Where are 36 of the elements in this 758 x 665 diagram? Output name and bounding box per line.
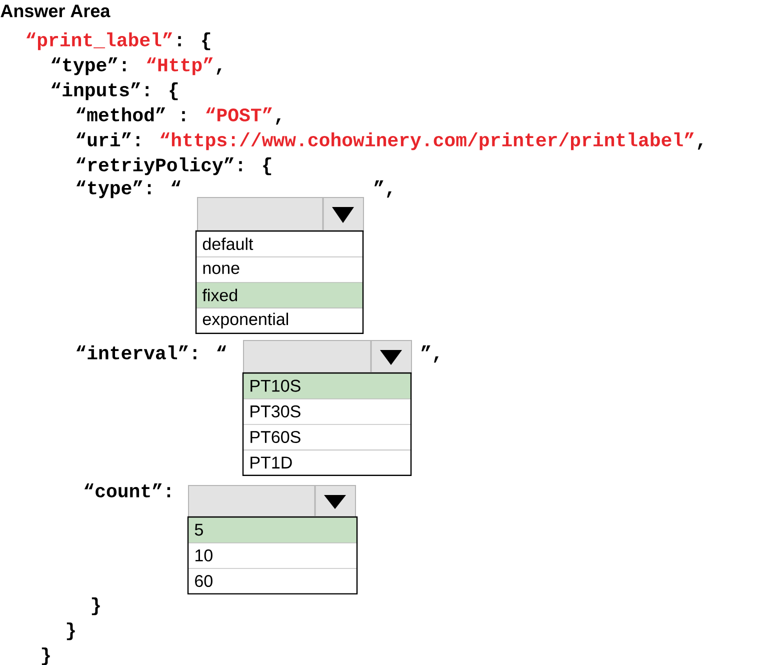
code-text: “interval”: “ [76, 345, 226, 360]
code-text: , [216, 68, 222, 75]
code-text: “POST” [206, 107, 272, 122]
code-text: “type”: “ [76, 180, 180, 198]
code-text: , [698, 143, 702, 150]
option-item: 5 [188, 517, 358, 544]
code-text: : { [178, 32, 210, 50]
code-text: } [66, 622, 75, 640]
code-text: “Http” [146, 57, 213, 76]
code-text: “uri”: [76, 132, 140, 146]
code-text: “retriyPolicy”: { [76, 157, 272, 176]
option-item: exponential [196, 308, 364, 334]
option-item: none [196, 256, 364, 283]
code-text: } [42, 647, 50, 665]
code-text: ”, [374, 180, 392, 198]
dropdown-field [188, 485, 356, 518]
option-item: PT10S [243, 373, 412, 400]
option-item: PT60S [243, 424, 412, 450]
title: Answer Area [0, 4, 110, 18]
option-item: 60 [188, 568, 358, 594]
dropdown-field [243, 340, 412, 374]
code-text: ”, [422, 345, 438, 363]
option-item: 10 [188, 542, 358, 569]
code-text: “method” : [76, 107, 185, 122]
code-text: “print_label” [26, 32, 172, 50]
code-text: } [92, 597, 100, 616]
code-text: “type”: [51, 57, 126, 76]
code-text: “https://www.cohowinery.com/printer/printlabel” [160, 132, 694, 150]
option-item: PT1D [243, 450, 412, 476]
dropdown-field [197, 197, 364, 232]
option-item: PT30S [243, 398, 412, 425]
code-text: , [276, 118, 281, 125]
code-text: “count”: [84, 483, 170, 498]
code-text: “inputs”: { [51, 82, 178, 100]
option-item: default [196, 231, 364, 258]
option-item: fixed [196, 282, 364, 308]
